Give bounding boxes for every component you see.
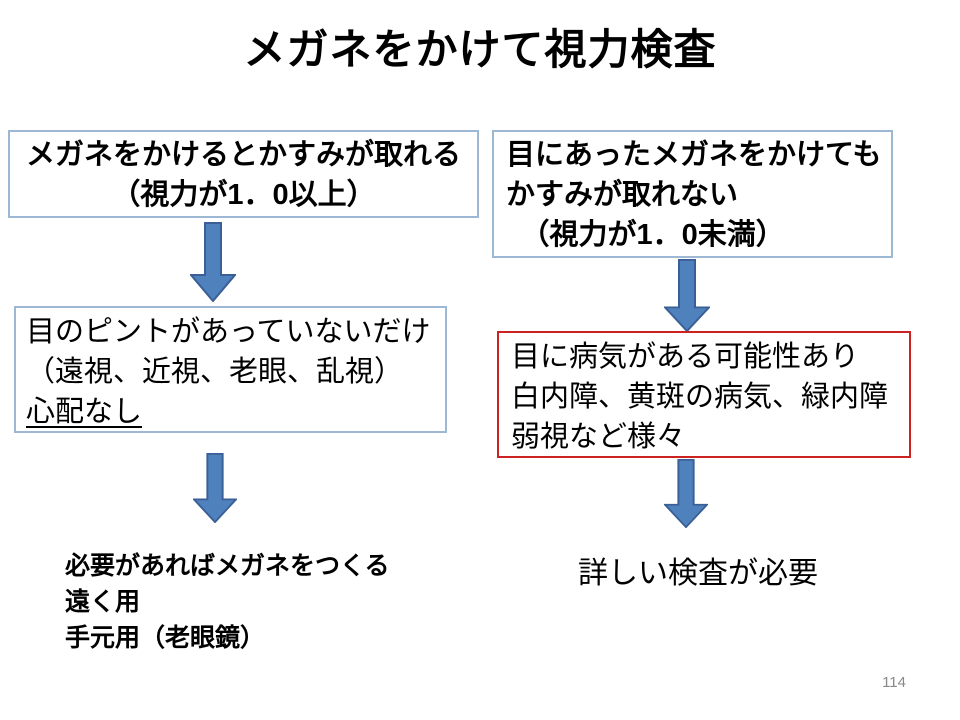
box-line: （遠視、近視、老眼、乱視） <box>26 356 404 388</box>
result-line: 手元用（老眼鏡） <box>65 624 266 652</box>
box-line: メガネをかけるとかすみが取れる <box>25 139 461 171</box>
down-arrow-icon <box>664 459 708 528</box>
result-line: 遠く用 <box>65 588 141 616</box>
slide-title: メガネをかけて視力検査 <box>243 26 717 73</box>
down-arrow-icon <box>193 453 237 523</box>
box-line: 目のピントがあっていないだけ <box>26 316 431 348</box>
down-arrow-icon <box>190 222 236 302</box>
underlined-text: 心配なし <box>26 396 143 428</box>
box-line: 心配なし <box>26 392 445 432</box>
slide-number: 114 <box>882 674 906 691</box>
flow-box-glasses-still-blurry: 目にあったメガネをかけても かすみが取れない （視力が1．0未満） <box>492 130 893 258</box>
down-arrow-icon <box>664 259 710 332</box>
flow-box-glasses-clear-vision: メガネをかけるとかすみが取れる （視力が1．0以上） <box>8 130 479 218</box>
flow-box-focus-problem-no-worry: 目のピントがあっていないだけ （遠視、近視、老眼、乱視） 心配なし <box>14 306 447 433</box>
result-line: 必要があればメガネをつくる <box>65 552 390 580</box>
box-line: （視力が1．0未満） <box>506 219 785 251</box>
flow-box-possible-eye-disease: 目に病気がある可能性あり 白内障、黄斑の病気、緑内障 弱視など様々 <box>497 331 911 458</box>
result-text-detailed-exam-needed: 詳しい検査が必要 <box>578 557 818 590</box>
box-line: 目にあったメガネをかけても <box>506 139 882 171</box>
result-text-make-glasses: 必要があればメガネをつくる 遠く用 手元用（老眼鏡） <box>65 548 390 656</box>
box-line: かすみが取れない <box>506 179 739 211</box>
box-line: 目に病気がある可能性あり <box>511 341 860 373</box>
box-line: （視力が1．0以上） <box>111 179 376 211</box>
box-line: 弱視など様々 <box>511 421 686 453</box>
box-line: 白内障、黄斑の病気、緑内障 <box>511 381 889 413</box>
